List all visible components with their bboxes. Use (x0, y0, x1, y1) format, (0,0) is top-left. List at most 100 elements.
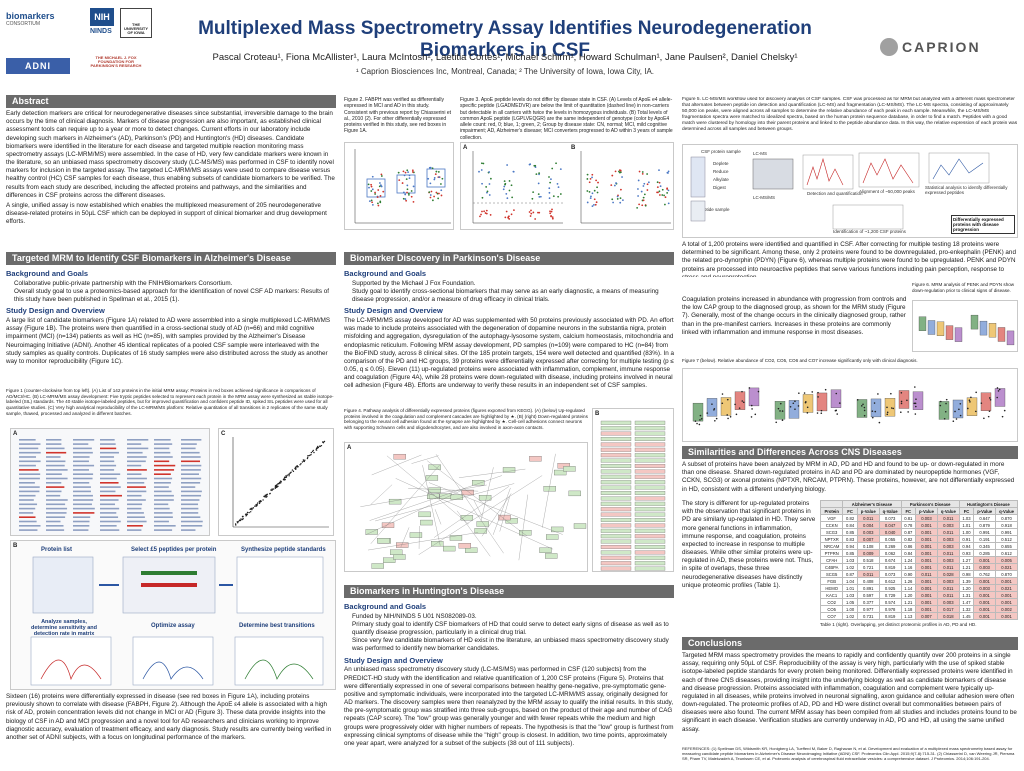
similarities-heading: Similarities and Differences Across CNS … (682, 446, 1018, 459)
parkinsons-body: Background and Goals Supported by the Mi… (344, 267, 674, 405)
abstract-body: Early detection markers are critical for… (6, 110, 336, 250)
kegg-pathway-a (360, 453, 587, 569)
design-title: Study Design and Overview (344, 655, 443, 665)
figure-1c-reproducibility-plot: C (218, 428, 334, 536)
figure-1a-protein-list: A (10, 428, 210, 536)
huntingtons-body: Background and Goals Funded by NIH/NINDS… (344, 600, 674, 770)
biomarkers-consortium-logo: biomarkers CONSORTIUM (6, 11, 55, 27)
table-column-header: p-Value (856, 507, 880, 515)
workflow-graphics (30, 556, 324, 686)
michael-j-fox-foundation-logo: THE MICHAEL J. FOX FOUNDATION FOR PARKIN… (90, 55, 142, 68)
table-column-header: p-Value (973, 507, 997, 515)
table-1-caption: Table 1 (right). Overlapping, yet distin… (820, 622, 977, 627)
figure-6-penk-pdyn-boxplot (912, 300, 1018, 352)
background-list: Supported by the Michael J Fox Foundatio… (352, 280, 674, 305)
table-column-header: FC (900, 507, 917, 515)
table-1-protein-comparison: Alzheimer's Disease Parkinson's Disease … (819, 500, 1019, 620)
figure-3-apoe-boxplots: A B (460, 142, 674, 230)
list-item: Primary study goal to identify CSF bioma… (352, 621, 674, 637)
figure-6-caption: Figure 6. MRM analysis of PENK and PDYN … (912, 282, 1015, 293)
discovery-workflow-graphics (690, 152, 990, 230)
design-paragraph: The LC-MRM/MS assay developed for AD was… (344, 317, 674, 390)
abstract-heading: Abstract (6, 95, 336, 108)
references: REFERENCES: (1) Spellman DS, Wildsmith K… (682, 746, 1015, 761)
caprion-logo: CAPRION (880, 38, 1010, 56)
poster-header: biomarkers CONSORTIUM NIH NINDS THE UNIV… (0, 0, 1024, 92)
alzheimers-results: Sixteen (16) proteins were differentiall… (6, 693, 332, 741)
background-list: Funded by NIH/NINDS 5 U01 NS082089-03. P… (352, 613, 674, 654)
list-item: Collaborative public-private partnership… (14, 280, 336, 288)
caprion-mark-icon (880, 38, 898, 56)
figure-4-caption: Figure 4. Pathway analysis of differenti… (344, 408, 588, 431)
figure-3-caption: Figure 3. ApoE peptide levels do not dif… (460, 97, 673, 139)
reproducibility-scatter (232, 437, 329, 528)
abstract-paragraph: Early detection markers are critical for… (6, 110, 335, 199)
affiliation-line: ¹ Caprion Biosciences Inc, Montreal, Can… (355, 67, 655, 76)
kegg-pathway-b (600, 420, 666, 571)
design-title: Study Design and Overview (6, 306, 105, 316)
table-group-header: Huntington's Disease (958, 500, 1019, 508)
conclusions-body: Targeted MRM mass spectrometry provides … (682, 652, 1017, 733)
parkinsons-heading: Biomarker Discovery in Parkinson's Disea… (344, 252, 674, 265)
table-column-header: Protein (819, 507, 844, 515)
background-title: Background and Goals (6, 269, 89, 278)
figure-2-caption: Figure 2. FABPH was verified as differen… (344, 97, 451, 135)
list-item: Since very few candidate biomarkers of H… (352, 637, 674, 653)
figure-7-caption: Figure 7 (below). Relative abundance of … (682, 358, 918, 363)
figure-2-fabph-boxplot (344, 142, 454, 230)
table-column-header: q-Value (878, 507, 902, 515)
figure-5-discovery-workflow: CSF protein sample Deplete Reduce Alkyla… (682, 144, 1018, 238)
workflow-step-label: Determine best transitions (239, 623, 315, 629)
fabph-boxplot (354, 149, 451, 224)
workflow-step-label: Optimize assay (151, 623, 195, 629)
complement-boxplots (692, 386, 1006, 426)
table-column-header: FC (958, 507, 975, 515)
list-item: Funded by NIH/NINDS 5 U01 NS082089-03. (352, 613, 674, 621)
poster-title: Multiplexed Mass Spectrometry Assay Iden… (198, 18, 812, 61)
figure-4a-coagulation-pathway: A (344, 442, 588, 572)
workflow-step-label: Select £5 peptides per protein (131, 547, 217, 553)
figure-5-caption: Figure 5. LC-MS/MS workflow used for dis… (682, 97, 1018, 132)
design-paragraph: A large list of candidate biomarkers (Fi… (6, 317, 331, 365)
list-item: Supported by the Michael J Fox Foundatio… (352, 280, 674, 288)
workflow-step-label: Analyze samples, determine sensitivity a… (30, 619, 98, 637)
background-title: Background and Goals (344, 269, 427, 278)
university-of-iowa-logo: THE UNIVERSITY OF IOWA (120, 8, 152, 38)
abstract-paragraph: A single, unified assay is now establish… (6, 201, 327, 226)
design-title: Study Design and Overview (344, 306, 443, 316)
workflow-step-label: Protein list (41, 547, 73, 553)
figure-7-complement-boxplots (682, 368, 1018, 442)
hd-results-paragraph-2: Coagulation proteins increased in abunda… (682, 296, 907, 336)
alzheimers-heading: Targeted MRM to Identify CSF Biomarkers … (6, 252, 336, 265)
author-list: Pascal Croteau¹, Fiona McAllister¹, Laur… (212, 52, 798, 63)
workflow-step-label: Synthesize peptide standards (241, 547, 326, 553)
background-title: Background and Goals (344, 602, 427, 611)
adni-logo: ADNI (6, 58, 70, 74)
table-column-header: p-Value (915, 507, 938, 515)
figure-1-caption: Figure 1 (counter-clockwise from top lef… (6, 388, 334, 416)
penk-pdyn-boxplot (918, 314, 1015, 346)
protein-list-grid (19, 439, 203, 531)
table-column-header: q-Value (936, 507, 960, 515)
design-paragraph: An unbiased mass spectrometry discovery … (344, 666, 674, 747)
hd-results-paragraph-1: A total of 1,200 proteins were identifie… (682, 241, 1016, 277)
similarities-paragraph-2: The story is different for up-regulated … (682, 500, 816, 589)
apoe-boxplots (472, 151, 671, 224)
table-column-header: q-Value (995, 507, 1018, 515)
table-group-header: Alzheimer's Disease (842, 500, 902, 508)
